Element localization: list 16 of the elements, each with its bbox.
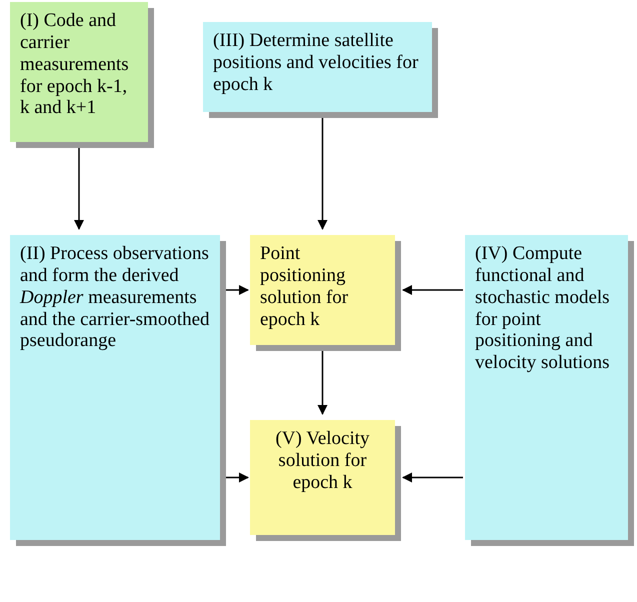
process-box [250,420,395,535]
box-text: (III) Determine satellite positions and velocities for epoch k [213,30,420,96]
arrow [402,285,463,295]
box-text: (V) Velocity solution for epoch k [274,428,371,494]
process-box [10,2,148,142]
process-box [250,235,395,345]
box-text: (I) Code and carrier measurements for epoch k-1, k and k+1 [20,10,130,120]
box-text: Point positioning solution for epoch k [260,243,350,330]
process-box [203,22,432,112]
box-text: (IV) Compute functional and stochastic models for point positioning and velocity solutions [475,243,611,374]
process-box [10,235,220,540]
process-box [465,235,628,540]
arrow [402,472,463,482]
box-text: (II) Process observations and form the derived Doppler measurements and the carrier-smoothed pseudorange [20,243,210,352]
arrow [226,285,249,295]
arrow [226,472,249,482]
